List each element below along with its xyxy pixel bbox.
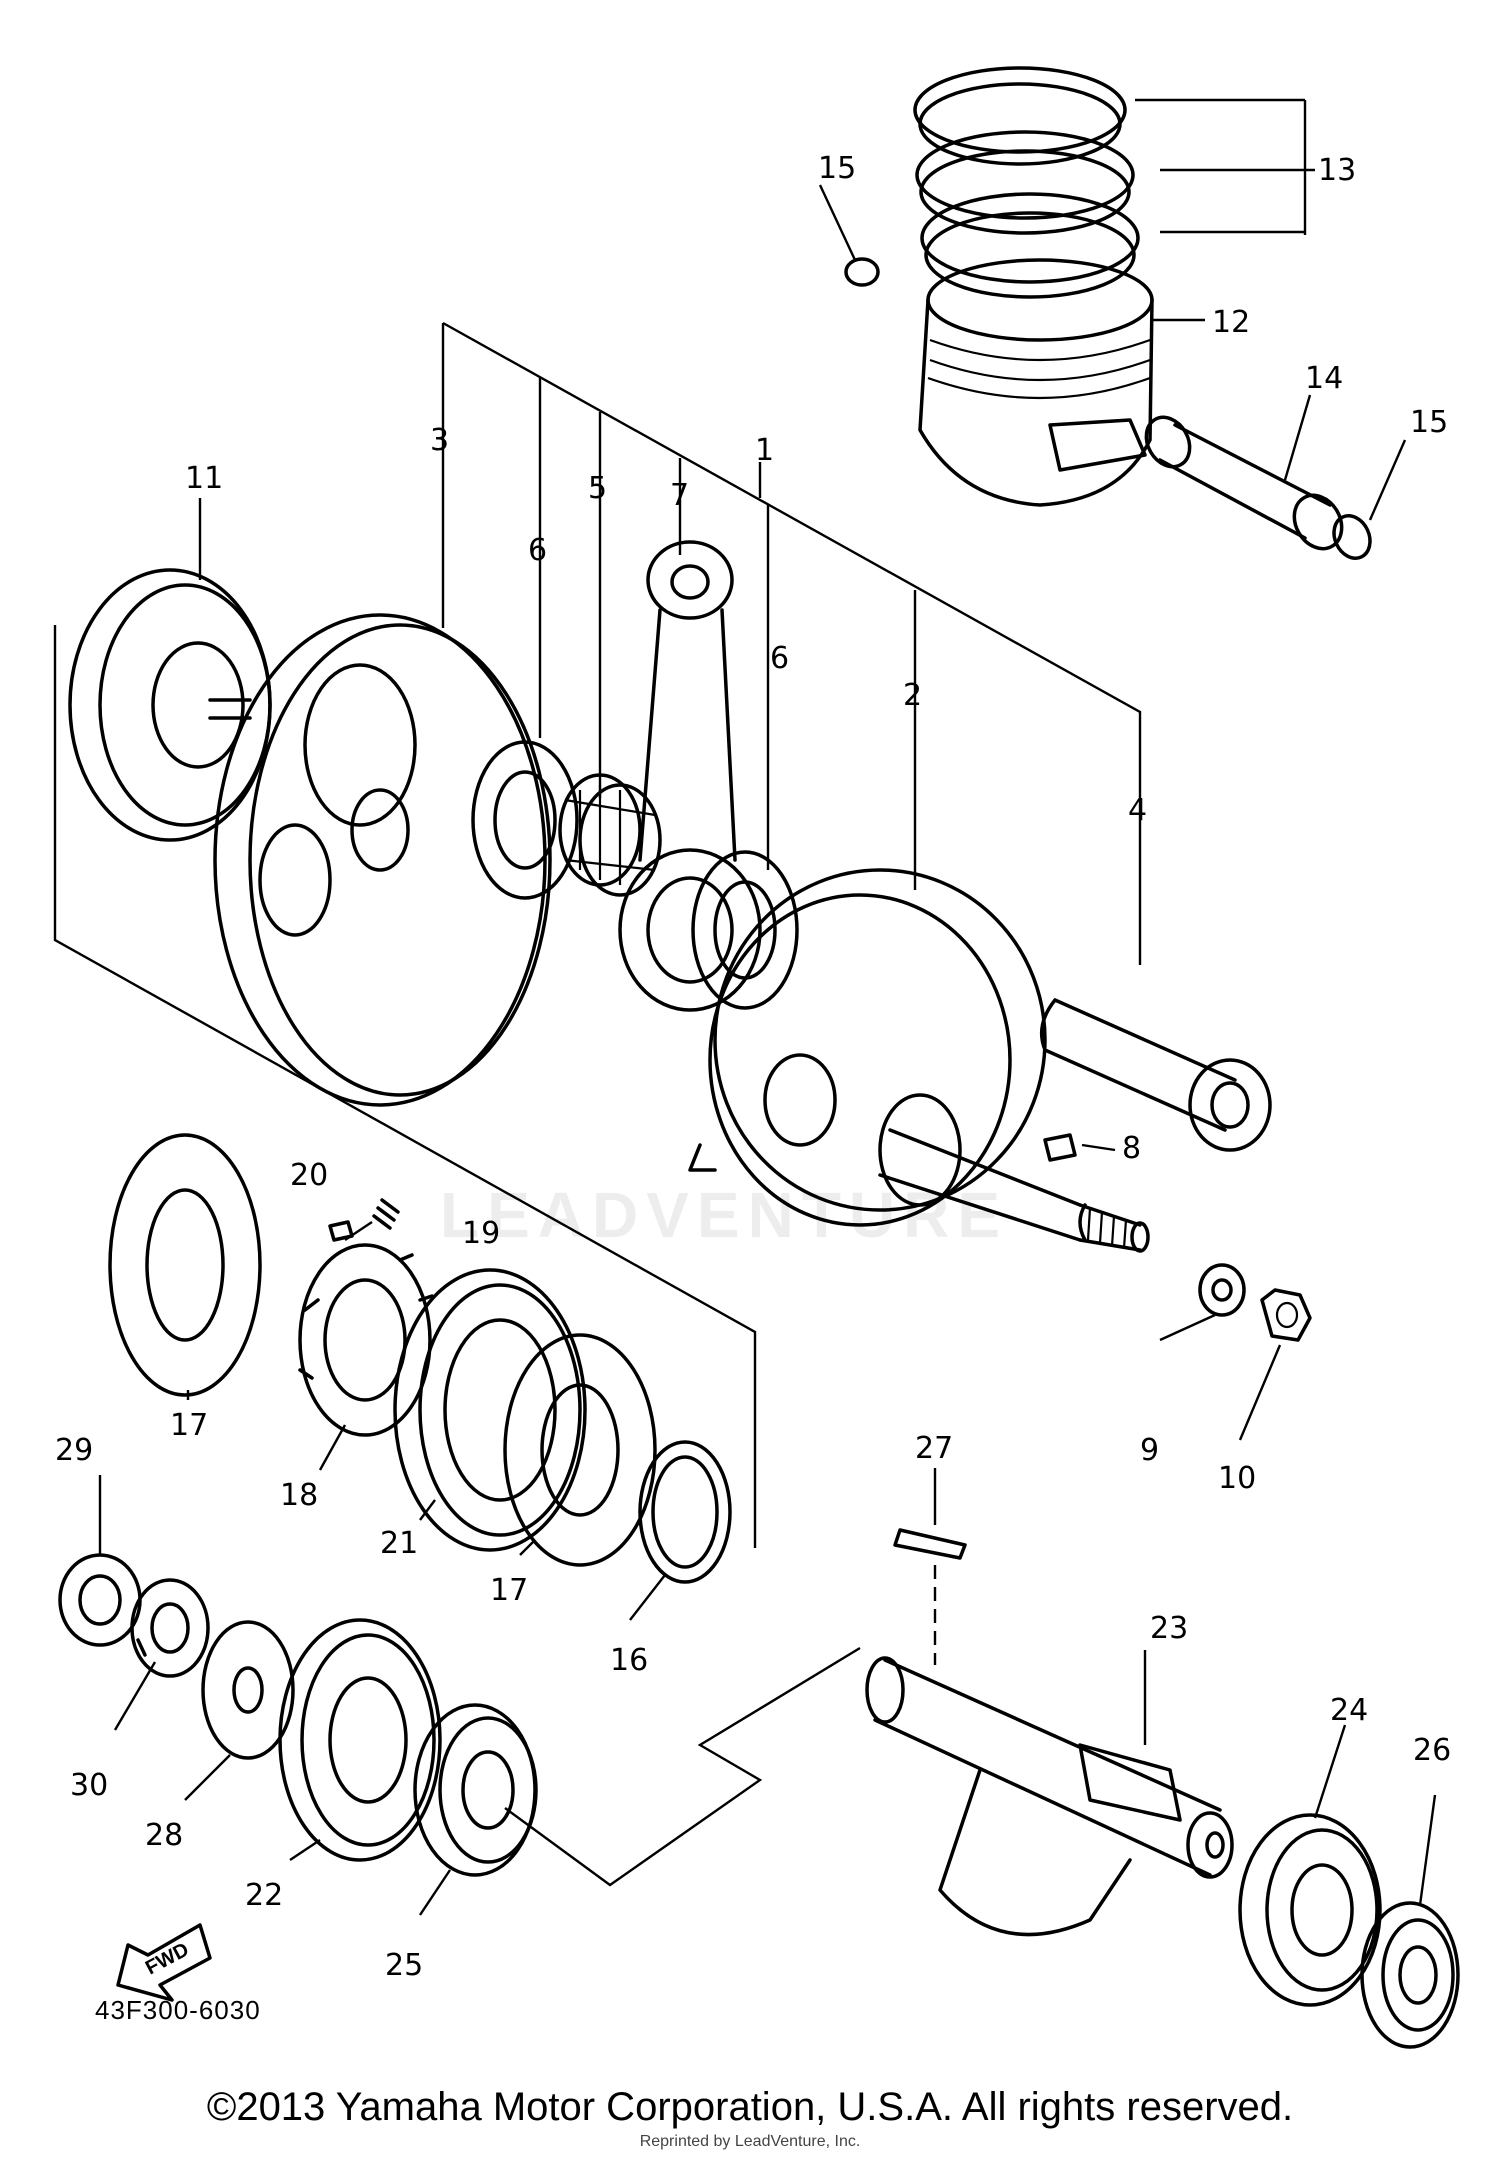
bearing-24 (1238, 1813, 1382, 2007)
callout-30: 30 (70, 1768, 108, 1803)
crank-pin (1039, 998, 1272, 1152)
callout-17-lower: 17 (490, 1573, 528, 1608)
nut-10 (1260, 1288, 1312, 1342)
gear-plate-18 (298, 1243, 434, 1437)
washer-28 (201, 1620, 295, 1760)
callout-15-right: 15 (1410, 405, 1448, 440)
assembly-brackets (53, 321, 1142, 1548)
lock-washer-30 (130, 1578, 210, 1678)
callout-16: 16 (610, 1643, 648, 1678)
circlip-left (844, 257, 880, 287)
callout-1: 1 (755, 433, 774, 468)
callout-7: 7 (670, 478, 689, 513)
piston-rings (913, 66, 1140, 299)
callout-24: 24 (1330, 1693, 1368, 1728)
callout-17-upper: 17 (170, 1408, 208, 1443)
left-bearing (68, 568, 272, 842)
balancer-shaft (865, 1656, 1234, 1937)
callout-4: 4 (1128, 793, 1147, 828)
washer-9-hole (1211, 1278, 1233, 1302)
drawing-code: 43F300-6030 (95, 1995, 261, 2025)
thrust-washer-left-inner (493, 770, 557, 870)
callout-2: 2 (903, 678, 922, 713)
balancer-plate-lower (503, 1333, 657, 1567)
callout-3: 3 (430, 423, 449, 458)
callout-8: 8 (1122, 1131, 1141, 1166)
callout-21: 21 (380, 1526, 418, 1561)
callout-labels: 15 13 12 14 15 3 11 5 7 1 6 6 2 4 8 20 1… (55, 151, 1451, 1983)
bearing-25 (413, 1703, 538, 1877)
copyright-notice: ©2013 Yamaha Motor Corporation, U.S.A. A… (206, 2085, 1294, 2129)
callout-6-left: 6 (528, 533, 547, 568)
callout-6-right: 6 (770, 641, 789, 676)
thrust-washer-left (471, 740, 579, 900)
callout-leaders (98, 98, 1437, 1916)
nut-29 (58, 1553, 142, 1647)
circlip-right (1332, 514, 1372, 560)
balancer-plate-upper (108, 1133, 262, 1397)
callout-18: 18 (280, 1478, 318, 1513)
callout-12: 12 (1212, 305, 1250, 340)
crankshaft-shaft (878, 1093, 1150, 1253)
callout-19: 19 (462, 1216, 500, 1251)
callout-10: 10 (1218, 1461, 1256, 1496)
balancer-bracket (504, 1646, 861, 1887)
piston (918, 258, 1154, 507)
spring-19 (372, 1198, 400, 1230)
needle-bearing (558, 773, 662, 897)
fwd-arrow: FWD (116, 1923, 212, 2002)
woodruff-key (1043, 1133, 1077, 1162)
key-27 (893, 1528, 967, 1560)
callout-13: 13 (1318, 153, 1356, 188)
balancer-driven-gear (278, 1618, 442, 1862)
washer-16-inner (651, 1455, 719, 1569)
connecting-rod (618, 540, 762, 1012)
washer-16 (638, 1440, 732, 1584)
left-crank-wheel (213, 613, 552, 1107)
callout-9: 9 (1140, 1433, 1159, 1468)
right-crank-wheel (688, 868, 1047, 1227)
callout-15-top: 15 (818, 151, 856, 186)
piston-pin (1144, 415, 1344, 551)
callout-28: 28 (145, 1818, 183, 1853)
callout-22: 22 (245, 1878, 283, 1913)
callout-20: 20 (290, 1158, 328, 1193)
callout-14: 14 (1305, 361, 1343, 396)
callout-11: 11 (185, 461, 223, 496)
reprint-note: Reprinted by LeadVenture, Inc. (639, 2133, 861, 2150)
callout-29: 29 (55, 1433, 93, 1468)
thrust-washer-right (691, 850, 799, 1010)
oil-seal-26 (1360, 1901, 1460, 2049)
callout-27: 27 (915, 1431, 953, 1466)
callout-25: 25 (385, 1948, 423, 1983)
callout-26: 26 (1413, 1733, 1451, 1768)
balancer-drive-gear (393, 1268, 587, 1552)
washer-9 (1198, 1263, 1246, 1317)
nut-10-hole (1275, 1301, 1299, 1329)
callout-23: 23 (1150, 1611, 1188, 1646)
callout-5: 5 (588, 471, 607, 506)
